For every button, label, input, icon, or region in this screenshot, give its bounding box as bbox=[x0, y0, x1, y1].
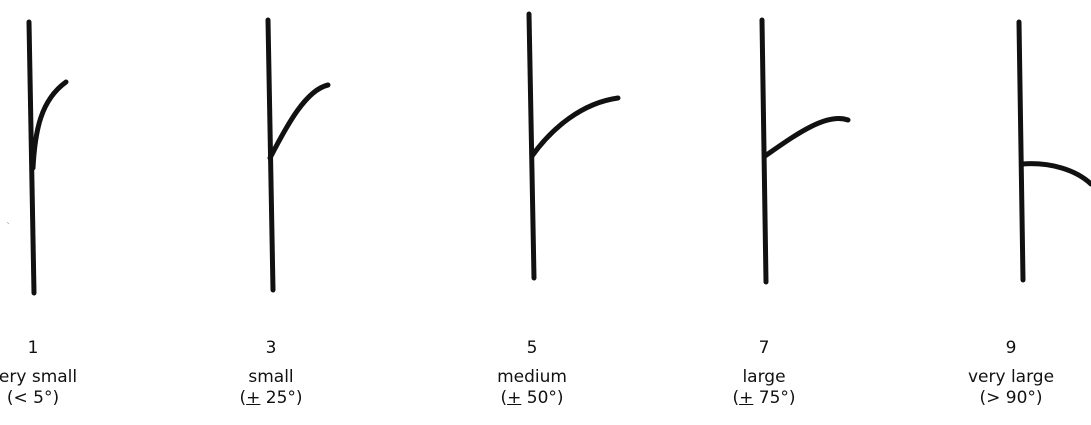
side-branch bbox=[267, 82, 331, 161]
main-stem bbox=[526, 11, 537, 281]
branch-drawing-small bbox=[265, 17, 331, 293]
side-branch bbox=[30, 79, 69, 171]
size-label: large bbox=[742, 367, 786, 387]
scale-item-small: 3 small (+ 25°) bbox=[239, 0, 331, 425]
scale-item-large: 7 large (+ 75°) bbox=[732, 0, 851, 425]
branch-drawing-large bbox=[759, 17, 851, 285]
scale-item-very-small: 1 very small (< 5°) bbox=[0, 0, 77, 425]
angle-range: (+ 25°) bbox=[239, 388, 303, 408]
score-label: 3 bbox=[265, 338, 277, 358]
side-branch bbox=[762, 116, 851, 159]
branch-drawing-very-large bbox=[1016, 19, 1091, 283]
angle-range: (+ 75°) bbox=[732, 388, 796, 408]
scale-item-medium: 5 medium (+ 50°) bbox=[497, 0, 621, 425]
score-label: 1 bbox=[27, 338, 39, 358]
size-label: small bbox=[248, 367, 294, 387]
caption: 3 small (+ 25°) bbox=[191, 338, 351, 409]
main-stem bbox=[759, 17, 769, 285]
score-label: 9 bbox=[1005, 338, 1017, 358]
side-branch bbox=[529, 95, 621, 159]
main-stem bbox=[1016, 19, 1026, 283]
size-label: very large bbox=[967, 367, 1055, 387]
branch-drawing-medium bbox=[526, 11, 621, 281]
side-branch bbox=[1019, 161, 1091, 187]
score-label: 7 bbox=[758, 338, 770, 358]
caption: 9 very large (> 90°) bbox=[931, 338, 1091, 409]
stray-mark: ` bbox=[6, 222, 11, 233]
branch-drawing-very-small bbox=[26, 19, 69, 296]
size-label: very small bbox=[0, 367, 78, 387]
caption: 5 medium (+ 50°) bbox=[452, 338, 612, 409]
score-label: 5 bbox=[526, 338, 538, 358]
scale-item-very-large: 9 very large (> 90°) bbox=[968, 0, 1091, 425]
angle-range: (+ 50°) bbox=[500, 388, 564, 408]
angle-range: (> 90°) bbox=[979, 388, 1043, 408]
caption: 1 very small (< 5°) bbox=[0, 338, 113, 409]
size-label: medium bbox=[497, 367, 567, 387]
caption: 7 large (+ 75°) bbox=[684, 338, 844, 409]
angle-range: (< 5°) bbox=[6, 388, 60, 408]
